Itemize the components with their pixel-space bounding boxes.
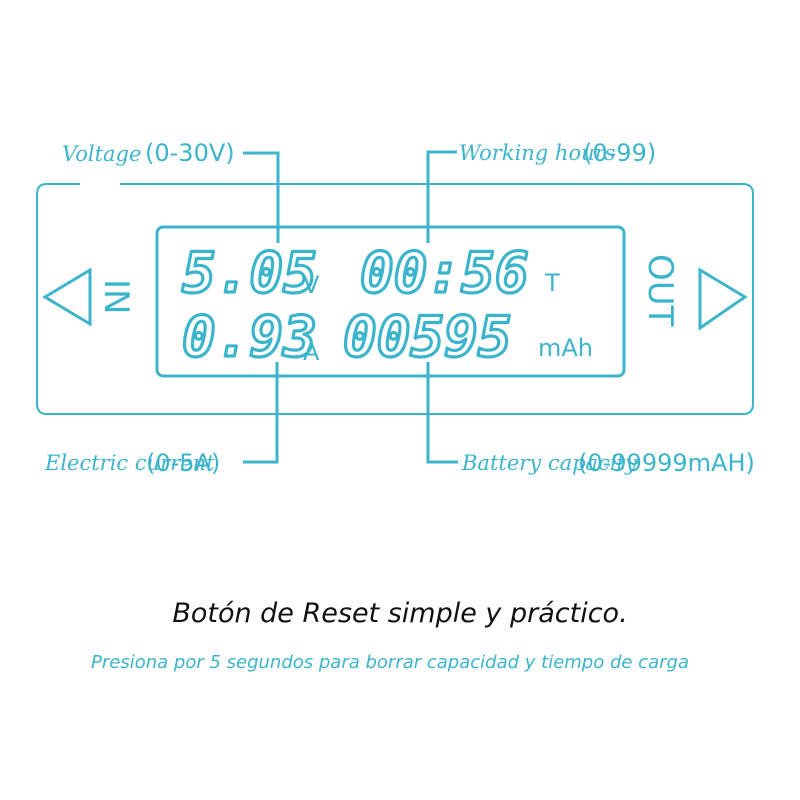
capacity-unit: mAh [538, 334, 593, 362]
hours-range: (0-99) [583, 139, 656, 167]
current-range: (0-5A) [146, 449, 220, 477]
hours-leader [426, 150, 457, 243]
left-triangle-icon [42, 267, 92, 327]
capacity-label: Battery capacity [461, 451, 638, 475]
in-label: IN [96, 279, 136, 314]
out-label: OUT [640, 254, 680, 327]
hours-label: Working hours [459, 141, 616, 165]
capacity-value: 00595 [343, 305, 512, 370]
device-outline [36, 183, 754, 415]
time-unit: T [544, 269, 560, 297]
current-label: Electric current [44, 451, 215, 475]
current-leader [243, 362, 279, 464]
voltage-unit: V [303, 271, 320, 299]
caption-subtitle: Presiona por 5 segundos para borrar capa… [91, 652, 689, 673]
voltage-leader [243, 151, 280, 243]
current-value: 0.93 [182, 305, 317, 370]
voltage-range: (0-30V) [145, 139, 235, 167]
right-triangle-icon [698, 267, 748, 331]
voltage-label: Voltage [62, 142, 141, 166]
capacity-range: (0-99999mAH) [578, 449, 755, 477]
lcd-screen [155, 225, 626, 378]
time-value: 00:56 [360, 241, 529, 306]
current-unit: A [303, 338, 320, 366]
capacity-leader [426, 362, 458, 464]
voltage-value: 5.05 [182, 241, 317, 306]
caption-title: Botón de Reset simple y práctico. [172, 598, 628, 629]
